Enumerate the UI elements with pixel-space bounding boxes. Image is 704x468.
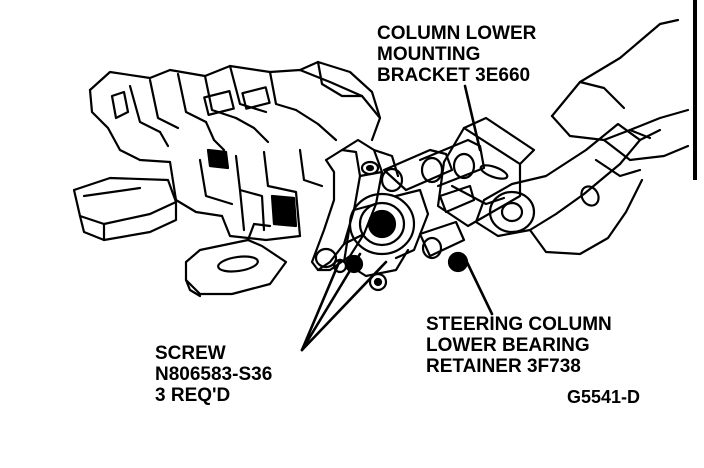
retainer-label-line-2: LOWER BEARING [426, 335, 590, 356]
bracket-bolts [360, 138, 486, 273]
bracket-label-line-1: COLUMN LOWER [377, 23, 537, 44]
bracket-label: COLUMN LOWER MOUNTING BRACKET 3E660 [377, 23, 536, 86]
leader-lines [300, 84, 494, 352]
screw-label-line-3: 3 REQ'D [155, 385, 231, 406]
figure-id: G5541-D [567, 387, 641, 407]
wrench [474, 122, 644, 256]
bearing-retainer [342, 188, 430, 278]
bracket-plate [310, 138, 400, 272]
screw-label-line-1: SCREW [155, 343, 226, 364]
bracket-label-line-2: MOUNTING [377, 44, 481, 65]
screw-label-line-2: N806583-S36 [155, 364, 273, 385]
screw-label: SCREW N806583-S36 3 REQ'D [155, 343, 272, 406]
retainer-label: STEERING COLUMN LOWER BEARING RETAINER 3… [426, 314, 612, 377]
retainer-label-line-3: RETAINER 3F738 [426, 356, 581, 377]
column-housing [72, 60, 382, 242]
mounting-tab [184, 222, 288, 298]
screws [314, 247, 388, 292]
page-edge-mark [693, 0, 697, 180]
bracket-label-line-3: BRACKET 3E660 [377, 65, 531, 86]
hand [550, 18, 690, 178]
retainer-label-line-1: STEERING COLUMN [426, 314, 612, 335]
